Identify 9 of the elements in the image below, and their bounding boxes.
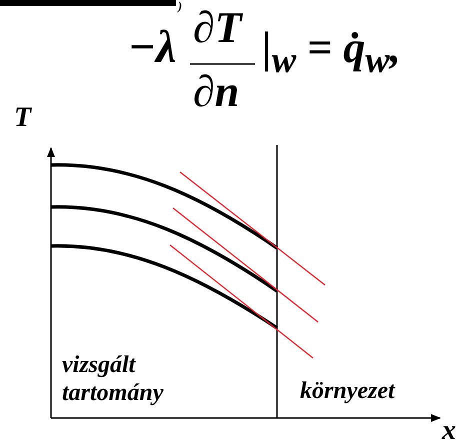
parenthesis: ) [178, 0, 182, 12]
region-label: környezet [300, 379, 395, 403]
formula-numerator: ∂T [193, 6, 242, 50]
region-label: vizsgált tartomány [62, 352, 164, 408]
axis-label: x [442, 417, 456, 445]
formula-denominator: ∂n [193, 70, 240, 114]
axis-label: T [14, 104, 32, 132]
formula-term: −λ [128, 24, 176, 70]
formula-term: |$_{w}$ = q̇$_{w}$, [262, 26, 401, 78]
